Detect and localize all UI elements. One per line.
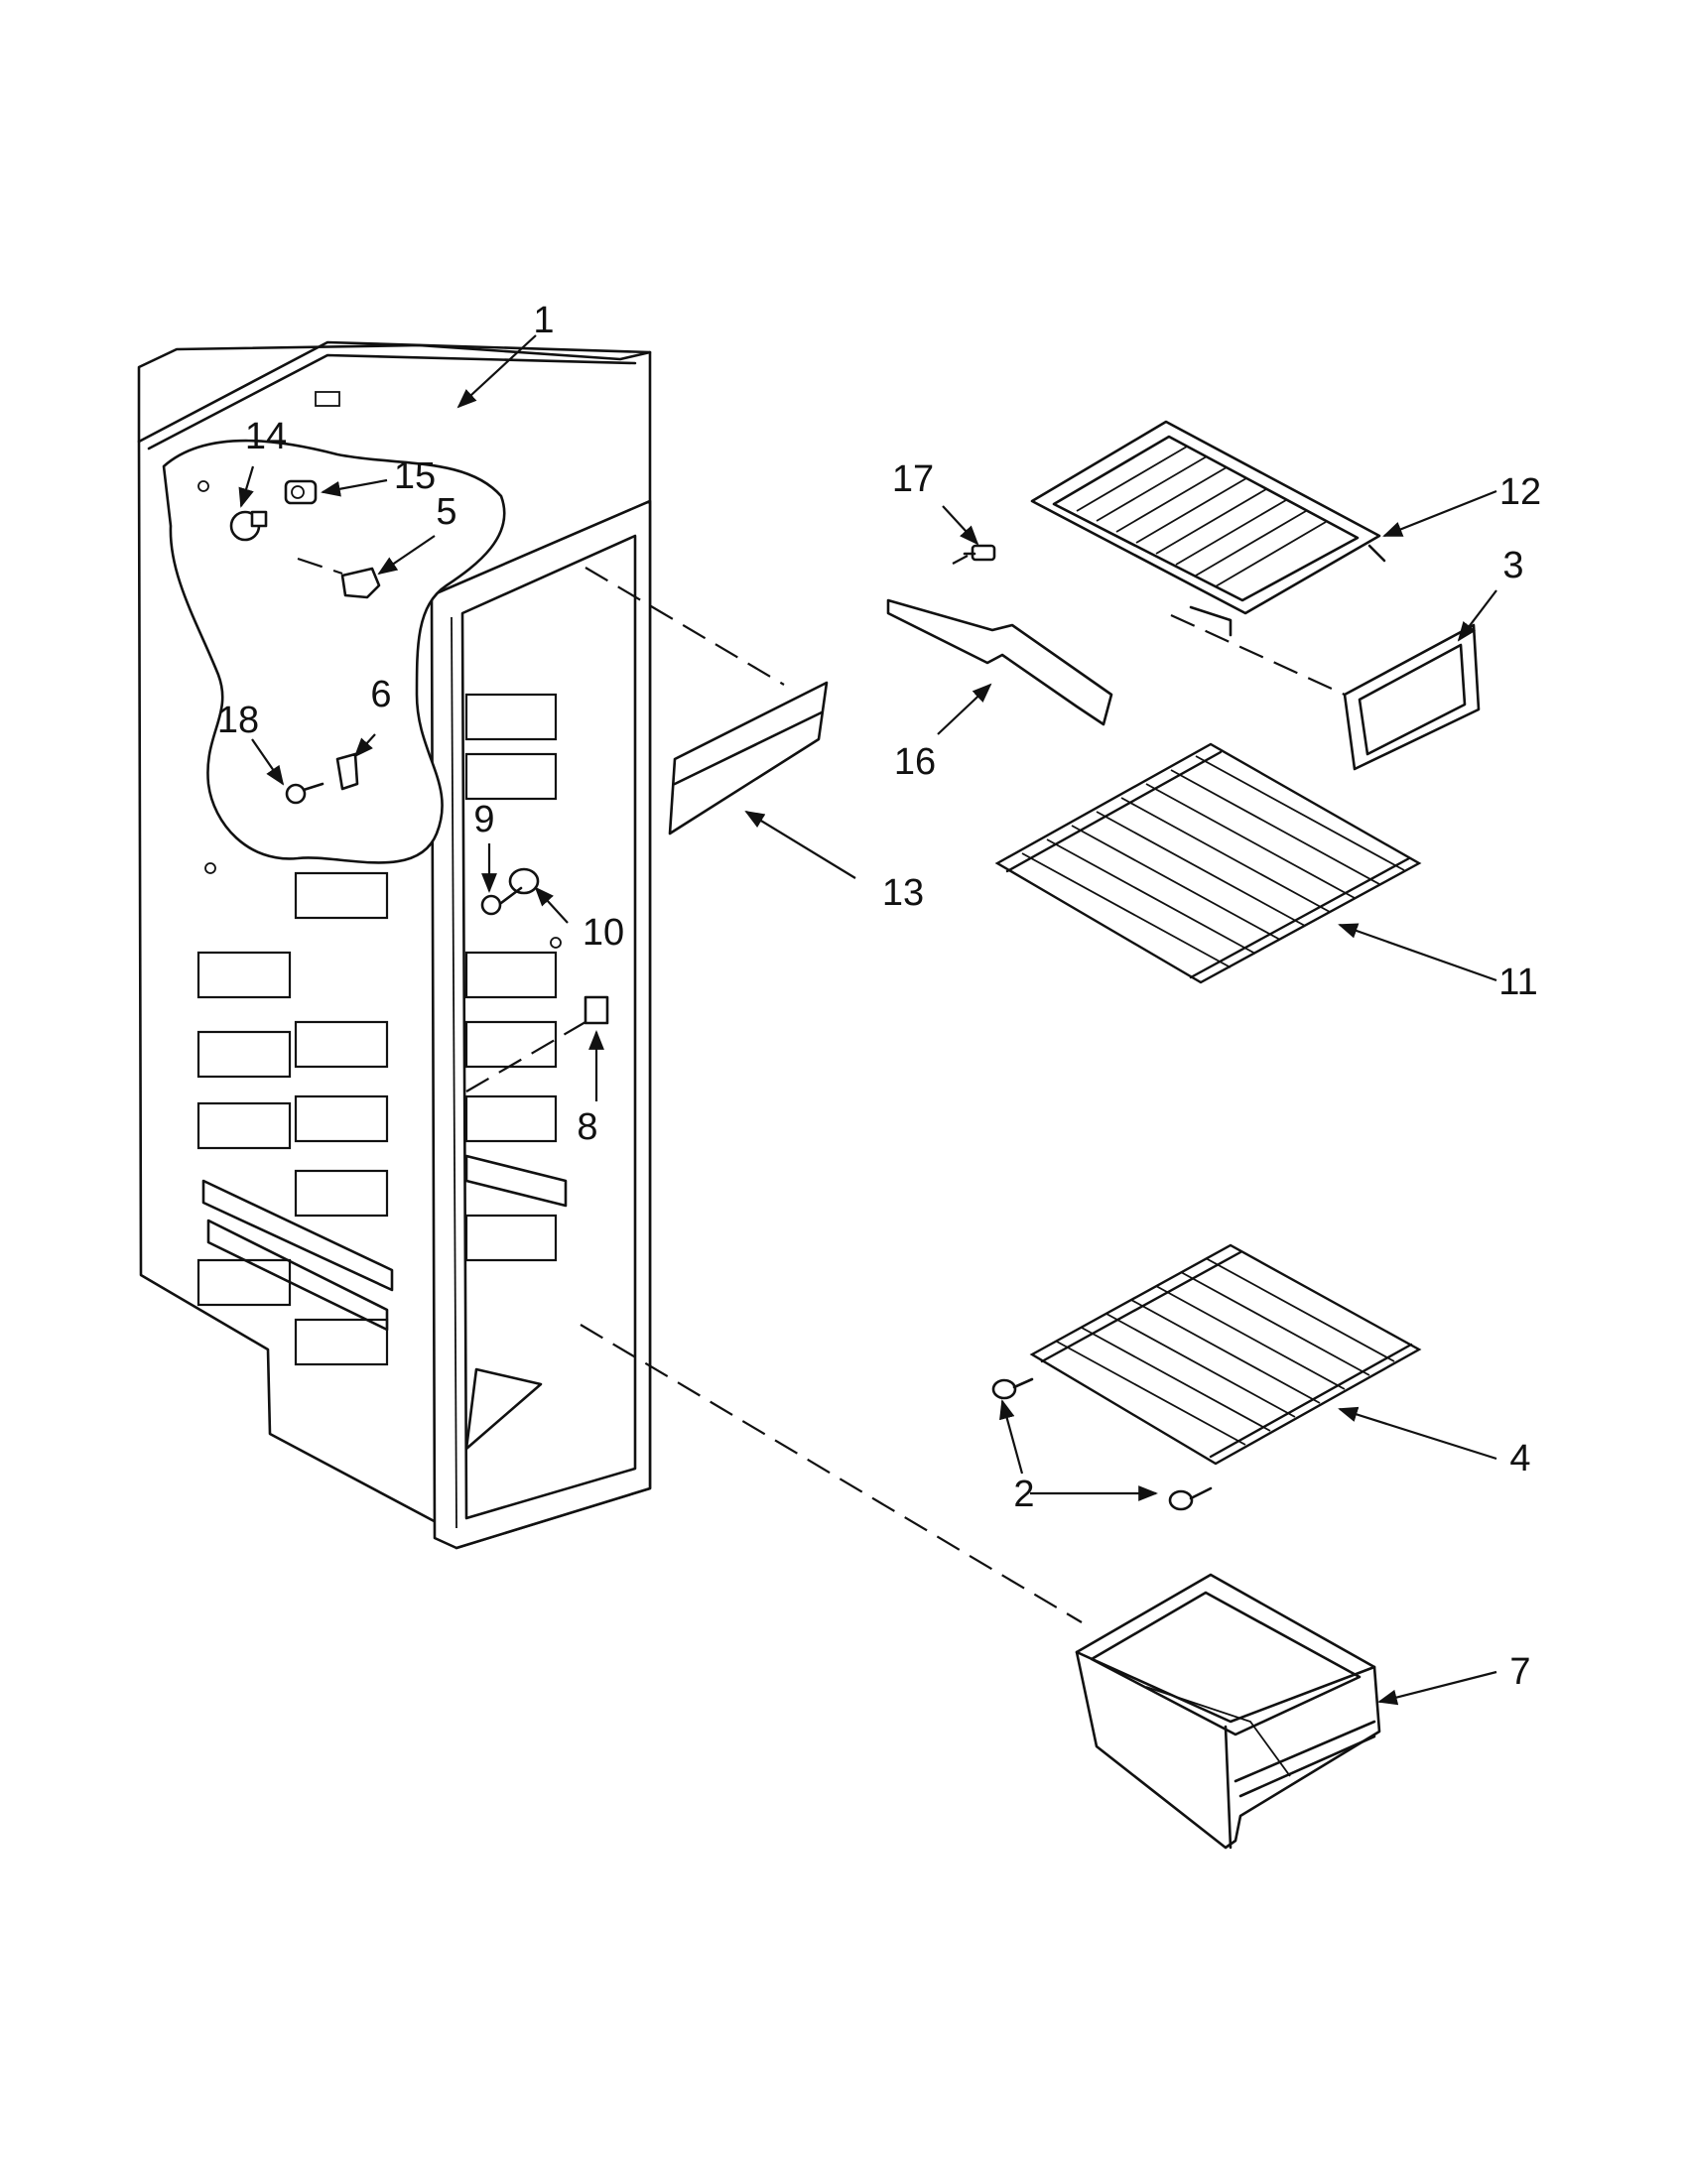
- wire-shelf-11: [994, 742, 1422, 984]
- callout-4: 4: [1509, 1438, 1530, 1479]
- light-bulb-14: [229, 510, 268, 542]
- callout-12: 12: [1499, 471, 1541, 513]
- clip-5: [340, 567, 381, 599]
- bracket-6: [335, 752, 359, 791]
- leader-lines: [238, 334, 1497, 1706]
- callout-14: 14: [245, 416, 287, 457]
- callout-1: 1: [533, 300, 554, 341]
- callout-2: 2: [1013, 1474, 1034, 1515]
- callout-9: 9: [473, 799, 494, 840]
- callout-11: 11: [1498, 962, 1537, 1003]
- callout-13: 13: [882, 872, 924, 914]
- wire-shelf-4: [1029, 1243, 1422, 1466]
- shelf-frame-12: [1030, 420, 1386, 637]
- light-socket-15: [284, 479, 318, 505]
- callout-15: 15: [394, 455, 436, 497]
- callout-8: 8: [577, 1106, 597, 1148]
- assembly-lines: [297, 555, 1346, 1623]
- freezer-bin-7: [1075, 1573, 1381, 1850]
- callout-7: 7: [1509, 1651, 1530, 1693]
- shelf-support-2b: [1168, 1486, 1213, 1511]
- callout-labels: 1 2 3 4 5 6 7 8 9 10 11 12 13 14 15 16 1…: [217, 300, 1541, 1693]
- shelf-support-2a: [991, 1377, 1034, 1400]
- screw-9: [480, 894, 502, 916]
- callout-3: 3: [1502, 545, 1523, 586]
- bracket-8: [584, 995, 609, 1025]
- duct-cover-13: [668, 681, 829, 835]
- callout-18: 18: [217, 700, 259, 741]
- callout-17: 17: [892, 458, 934, 500]
- shelf-trim-3: [1343, 623, 1481, 771]
- callout-6: 6: [370, 674, 391, 715]
- callout-5: 5: [436, 491, 456, 533]
- callout-10: 10: [583, 912, 624, 954]
- screw-18: [285, 782, 325, 805]
- shelf-bracket-16: [886, 598, 1113, 726]
- pulley-10: [499, 867, 540, 905]
- freezer-liner: [137, 340, 652, 1550]
- screw-17: [963, 544, 996, 562]
- callout-16: 16: [894, 741, 936, 783]
